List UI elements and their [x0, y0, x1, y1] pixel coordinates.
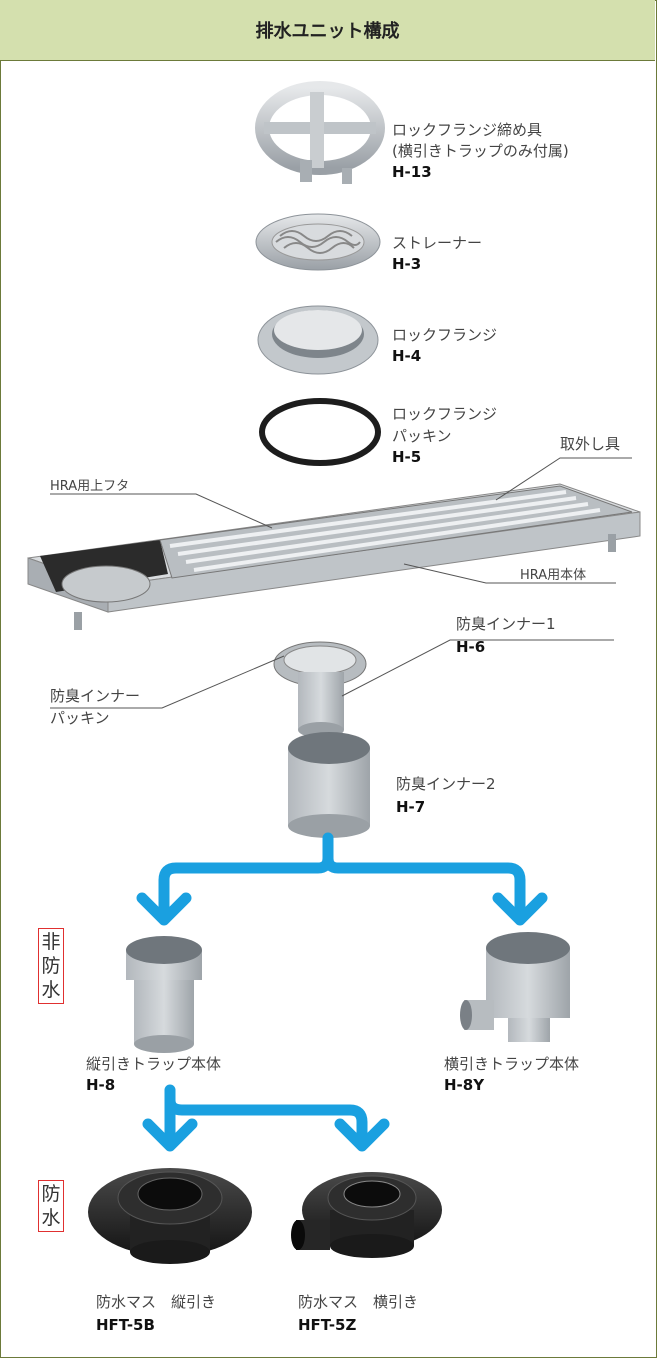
hra-cover-name: HRA用上フタ — [50, 479, 130, 494]
horizontal-trap-code: H-8Y — [444, 1076, 485, 1094]
packing-code: H-5 — [392, 448, 422, 466]
odor-inner-2-code: H-7 — [396, 798, 426, 816]
hra-body-name: HRA用本体 — [520, 568, 587, 583]
hra-cover-image — [159, 485, 633, 579]
waterproof-tag: 防 水 — [38, 1180, 64, 1232]
odor-inner-2-image — [288, 732, 370, 838]
odor-inner-packing-name: 防臭インナー — [50, 687, 141, 705]
vertical-trap-name: 縦引きトラップ本体 — [86, 1055, 222, 1073]
horizontal-trap-name: 横引きトラップ本体 — [444, 1055, 580, 1073]
vertical-trap-code: H-8 — [86, 1076, 116, 1094]
remover-name: 取外し具 — [560, 435, 621, 453]
waterproof-mass-vertical-image — [88, 1168, 252, 1264]
leader-lines — [50, 457, 632, 709]
lock-flange-tool-code: H-13 — [392, 163, 432, 181]
odor-inner-packing-name-2: パッキン — [50, 709, 110, 727]
waterproof-mass-vertical-code: HFT-5B — [96, 1316, 155, 1334]
lock-flange-name: ロックフランジ — [392, 326, 498, 344]
waterproof-mass-horizontal-image — [291, 1172, 442, 1258]
waterproof-mass-vertical-name: 防水マス 縦引き — [96, 1293, 217, 1311]
odor-inner-1-code: H-6 — [456, 638, 486, 656]
lock-flange-tool-name: ロックフランジ締め具 — [392, 121, 543, 139]
waterproof-mass-horizontal-name: 防水マス 横引き — [298, 1293, 419, 1311]
odor-inner-1-name: 防臭インナー1 — [456, 615, 556, 633]
odor-inner-2-name: 防臭インナー2 — [396, 775, 496, 793]
strainer-image — [255, 213, 381, 271]
waterproof-mass-horizontal-code: HFT-5Z — [298, 1316, 357, 1334]
strainer-code: H-3 — [392, 255, 422, 273]
odor-inner-1-image — [273, 641, 367, 738]
lock-flange-tool-note: (横引きトラップのみ付属) — [392, 142, 569, 160]
packing-name-2: パッキン — [392, 427, 452, 445]
horizontal-trap-image — [460, 932, 570, 1042]
vertical-trap-image — [126, 936, 202, 1053]
page-title: 排水ユニット構成 — [0, 0, 655, 61]
lock-flange-image — [257, 305, 379, 375]
lock-flange-tool-image — [255, 81, 385, 184]
lock-flange-code: H-4 — [392, 347, 422, 365]
packing-name: ロックフランジ — [392, 405, 498, 423]
branch-arrows — [136, 832, 548, 1152]
strainer-name: ストレーナー — [392, 234, 483, 252]
non-waterproof-tag: 非 防 水 — [38, 928, 64, 1004]
packing-ring-image — [259, 398, 381, 466]
